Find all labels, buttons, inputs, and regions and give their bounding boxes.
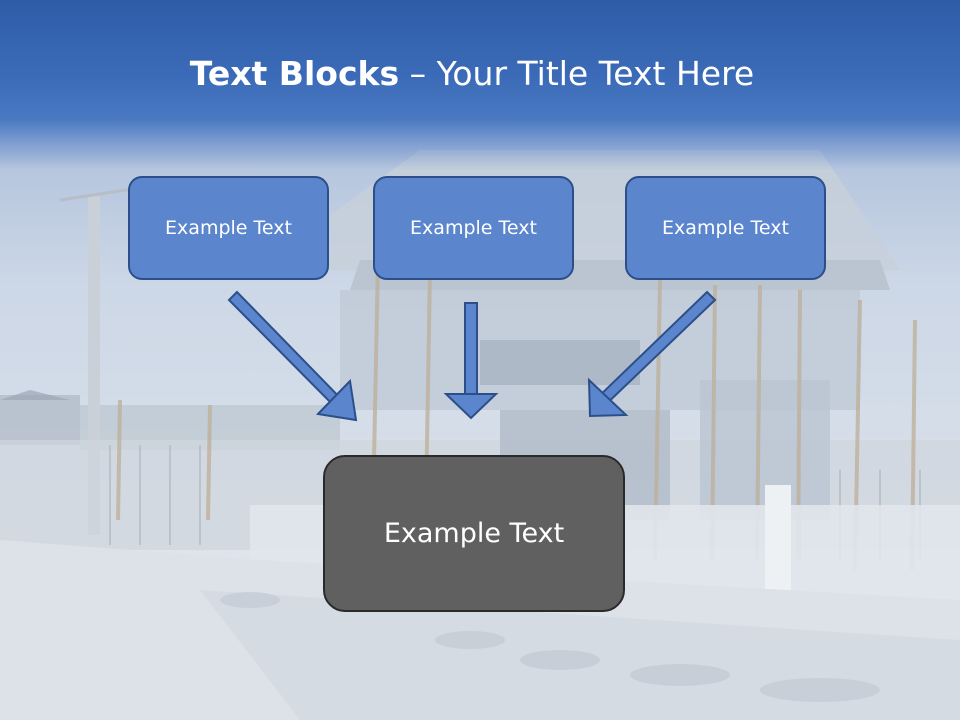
text-block-left-label: Example Text: [165, 217, 292, 239]
slide-title: Text Blocks – Your Title Text Here: [0, 52, 944, 96]
text-block-right[interactable]: Example Text: [625, 176, 826, 280]
title-bar: [0, 0, 960, 170]
title-dash: –: [399, 54, 437, 93]
text-block-right-label: Example Text: [662, 217, 789, 239]
title-rest-text: Your Title Text Here: [436, 54, 755, 93]
main-text-block-label: Example Text: [383, 518, 565, 549]
title-bold-text: Text Blocks: [189, 54, 400, 93]
text-block-center[interactable]: Example Text: [373, 176, 574, 280]
text-block-center-label: Example Text: [410, 217, 537, 239]
text-block-left[interactable]: Example Text: [128, 176, 329, 280]
main-text-block[interactable]: Example Text: [323, 455, 625, 612]
